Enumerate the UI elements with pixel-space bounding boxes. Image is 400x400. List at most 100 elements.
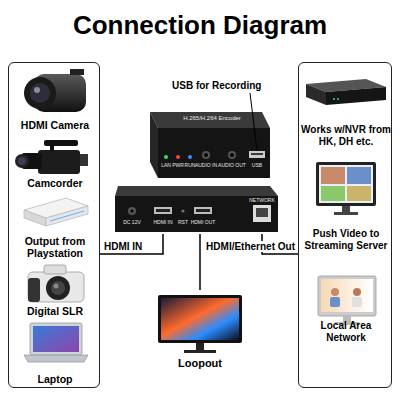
lan-computer-icon-part: [321, 279, 373, 312]
streaming-server-icon-part: [316, 162, 376, 206]
port-label: NETWORK: [249, 198, 275, 203]
usb-leader-line: [250, 93, 257, 150]
streaming-server-icon-part: [321, 167, 345, 184]
playstation-icon: [24, 198, 88, 226]
encoder-illustration-part: [256, 208, 268, 217]
source-item: Laptop: [11, 321, 99, 385]
camcorder-icon-part: [18, 157, 26, 165]
source-item: Camcorder: [11, 135, 99, 189]
encoder-illustration-part: [249, 151, 265, 158]
source-panel: HDMI CameraCamcorderOutput from Playstat…: [8, 62, 100, 388]
streaming-server-icon-part: [321, 186, 345, 201]
item-label: Works w/NVR from HK, DH etc.: [301, 124, 391, 147]
hdmi-camera-icon: [24, 69, 86, 112]
camcorder-icon-part: [80, 154, 88, 166]
encoder-illustration-part: [115, 186, 278, 196]
dslr-icon-part: [28, 272, 84, 302]
encoder-illustration-part: [194, 207, 212, 214]
port-label: PWR: [172, 163, 184, 168]
hdmi-camera-icon-part: [70, 69, 84, 75]
playstation-icon-part: [50, 211, 84, 221]
streaming-server-icon-part: [347, 186, 371, 201]
lan-computer-icon-part: [352, 297, 362, 307]
nvr-icon: [306, 79, 386, 105]
connector-line: [199, 234, 201, 290]
nvr-icon-part: [333, 98, 335, 100]
encoder-illustration-part: [253, 205, 271, 222]
item-label: HDMI Camera: [11, 119, 99, 131]
lan-computer-icon-part: [318, 276, 376, 316]
port-label: USB: [252, 163, 262, 168]
source-item: HDMI Camera: [11, 65, 99, 131]
destination-item: Local Area Network: [301, 263, 391, 343]
nvr-icon-part: [337, 98, 339, 100]
connector-line: [100, 234, 163, 254]
encoder-illustration-part: [188, 155, 192, 159]
usb-leader-line-part: [250, 93, 257, 150]
nvr-icon-part: [306, 84, 326, 105]
laptop-icon-part: [33, 326, 79, 352]
encoder-illustration-part: [130, 209, 133, 212]
encoder-illustration-part: [128, 207, 136, 215]
dslr-icon-part: [51, 281, 65, 295]
item-label: Camcorder: [11, 177, 99, 189]
hdmi-camera-icon-part: [30, 83, 50, 103]
connector-label: HDMI/Ethernet Out: [205, 241, 296, 252]
loopout-monitor-icon-part: [161, 298, 239, 340]
hdmi-camera-icon-part: [24, 77, 56, 109]
item-label: Digital SLR: [11, 305, 99, 317]
encoder-illustration-part: [230, 153, 234, 157]
dslr-icon-part: [44, 265, 66, 274]
lan-computer-icon: [318, 276, 376, 325]
port-label: HDMI OUT: [191, 220, 216, 225]
streaming-server-icon-part: [319, 165, 373, 203]
source-item: Digital SLR: [11, 263, 99, 317]
port-label: HDMI IN: [153, 220, 172, 225]
encoder-illustration-part: [150, 112, 270, 128]
dslr-icon-part: [54, 284, 59, 289]
streaming-server-icon: [316, 162, 376, 215]
dslr-icon: [28, 265, 84, 302]
device-name: H.265/H.264 Encoder: [183, 115, 241, 121]
item-label: Laptop: [11, 373, 99, 385]
nvr-icon-part: [326, 87, 386, 105]
item-label: Local Area Network: [301, 320, 391, 343]
item-label: Loopout: [150, 357, 250, 370]
destination-item: Push Video to Streaming Server: [301, 159, 391, 251]
encoder-illustration-part: [156, 209, 170, 212]
streaming-server-icon-part: [347, 167, 371, 184]
dslr-icon-part: [28, 278, 40, 302]
encoder-illustration-part: [164, 155, 168, 159]
loopout-monitor: Loopout: [150, 290, 250, 370]
lan-computer-icon-part: [330, 297, 340, 307]
item-label: Push Video to Streaming Server: [301, 228, 391, 251]
encoder-illustration-part: [150, 112, 158, 178]
encoder-illustration-part: [228, 151, 236, 159]
loopout-monitor-icon: [158, 295, 242, 353]
streaming-server-icon-part: [342, 206, 350, 212]
playstation-icon-part: [46, 206, 88, 226]
camcorder-icon-part: [50, 146, 54, 151]
dslr-icon-part: [46, 276, 70, 300]
camcorder-icon-part: [38, 150, 80, 174]
encoder-illustration-part: [176, 155, 180, 159]
encoder-illustration-part: [158, 128, 270, 178]
diagram-title: Connection Diagram: [0, 10, 400, 41]
port-label: DC 12V: [123, 220, 141, 225]
loopout-monitor-icon-part: [196, 343, 204, 350]
hdmi-camera-icon-part: [34, 87, 40, 93]
encoder-illustration-part: [154, 207, 172, 214]
camcorder-icon-part: [44, 140, 78, 146]
destination-panel: Works w/NVR from HK, DH etc. Push Video t…: [298, 62, 392, 388]
port-label: AUDIO IN: [195, 163, 217, 168]
port-label: RST: [178, 220, 188, 225]
item-label: Output from Playstation: [11, 235, 99, 259]
laptop-icon-part: [24, 355, 88, 362]
streaming-server-icon-part: [334, 212, 358, 215]
camcorder-icon: [15, 140, 88, 174]
encoder-illustration-part: [115, 196, 278, 232]
source-item: Output from Playstation: [11, 193, 99, 259]
